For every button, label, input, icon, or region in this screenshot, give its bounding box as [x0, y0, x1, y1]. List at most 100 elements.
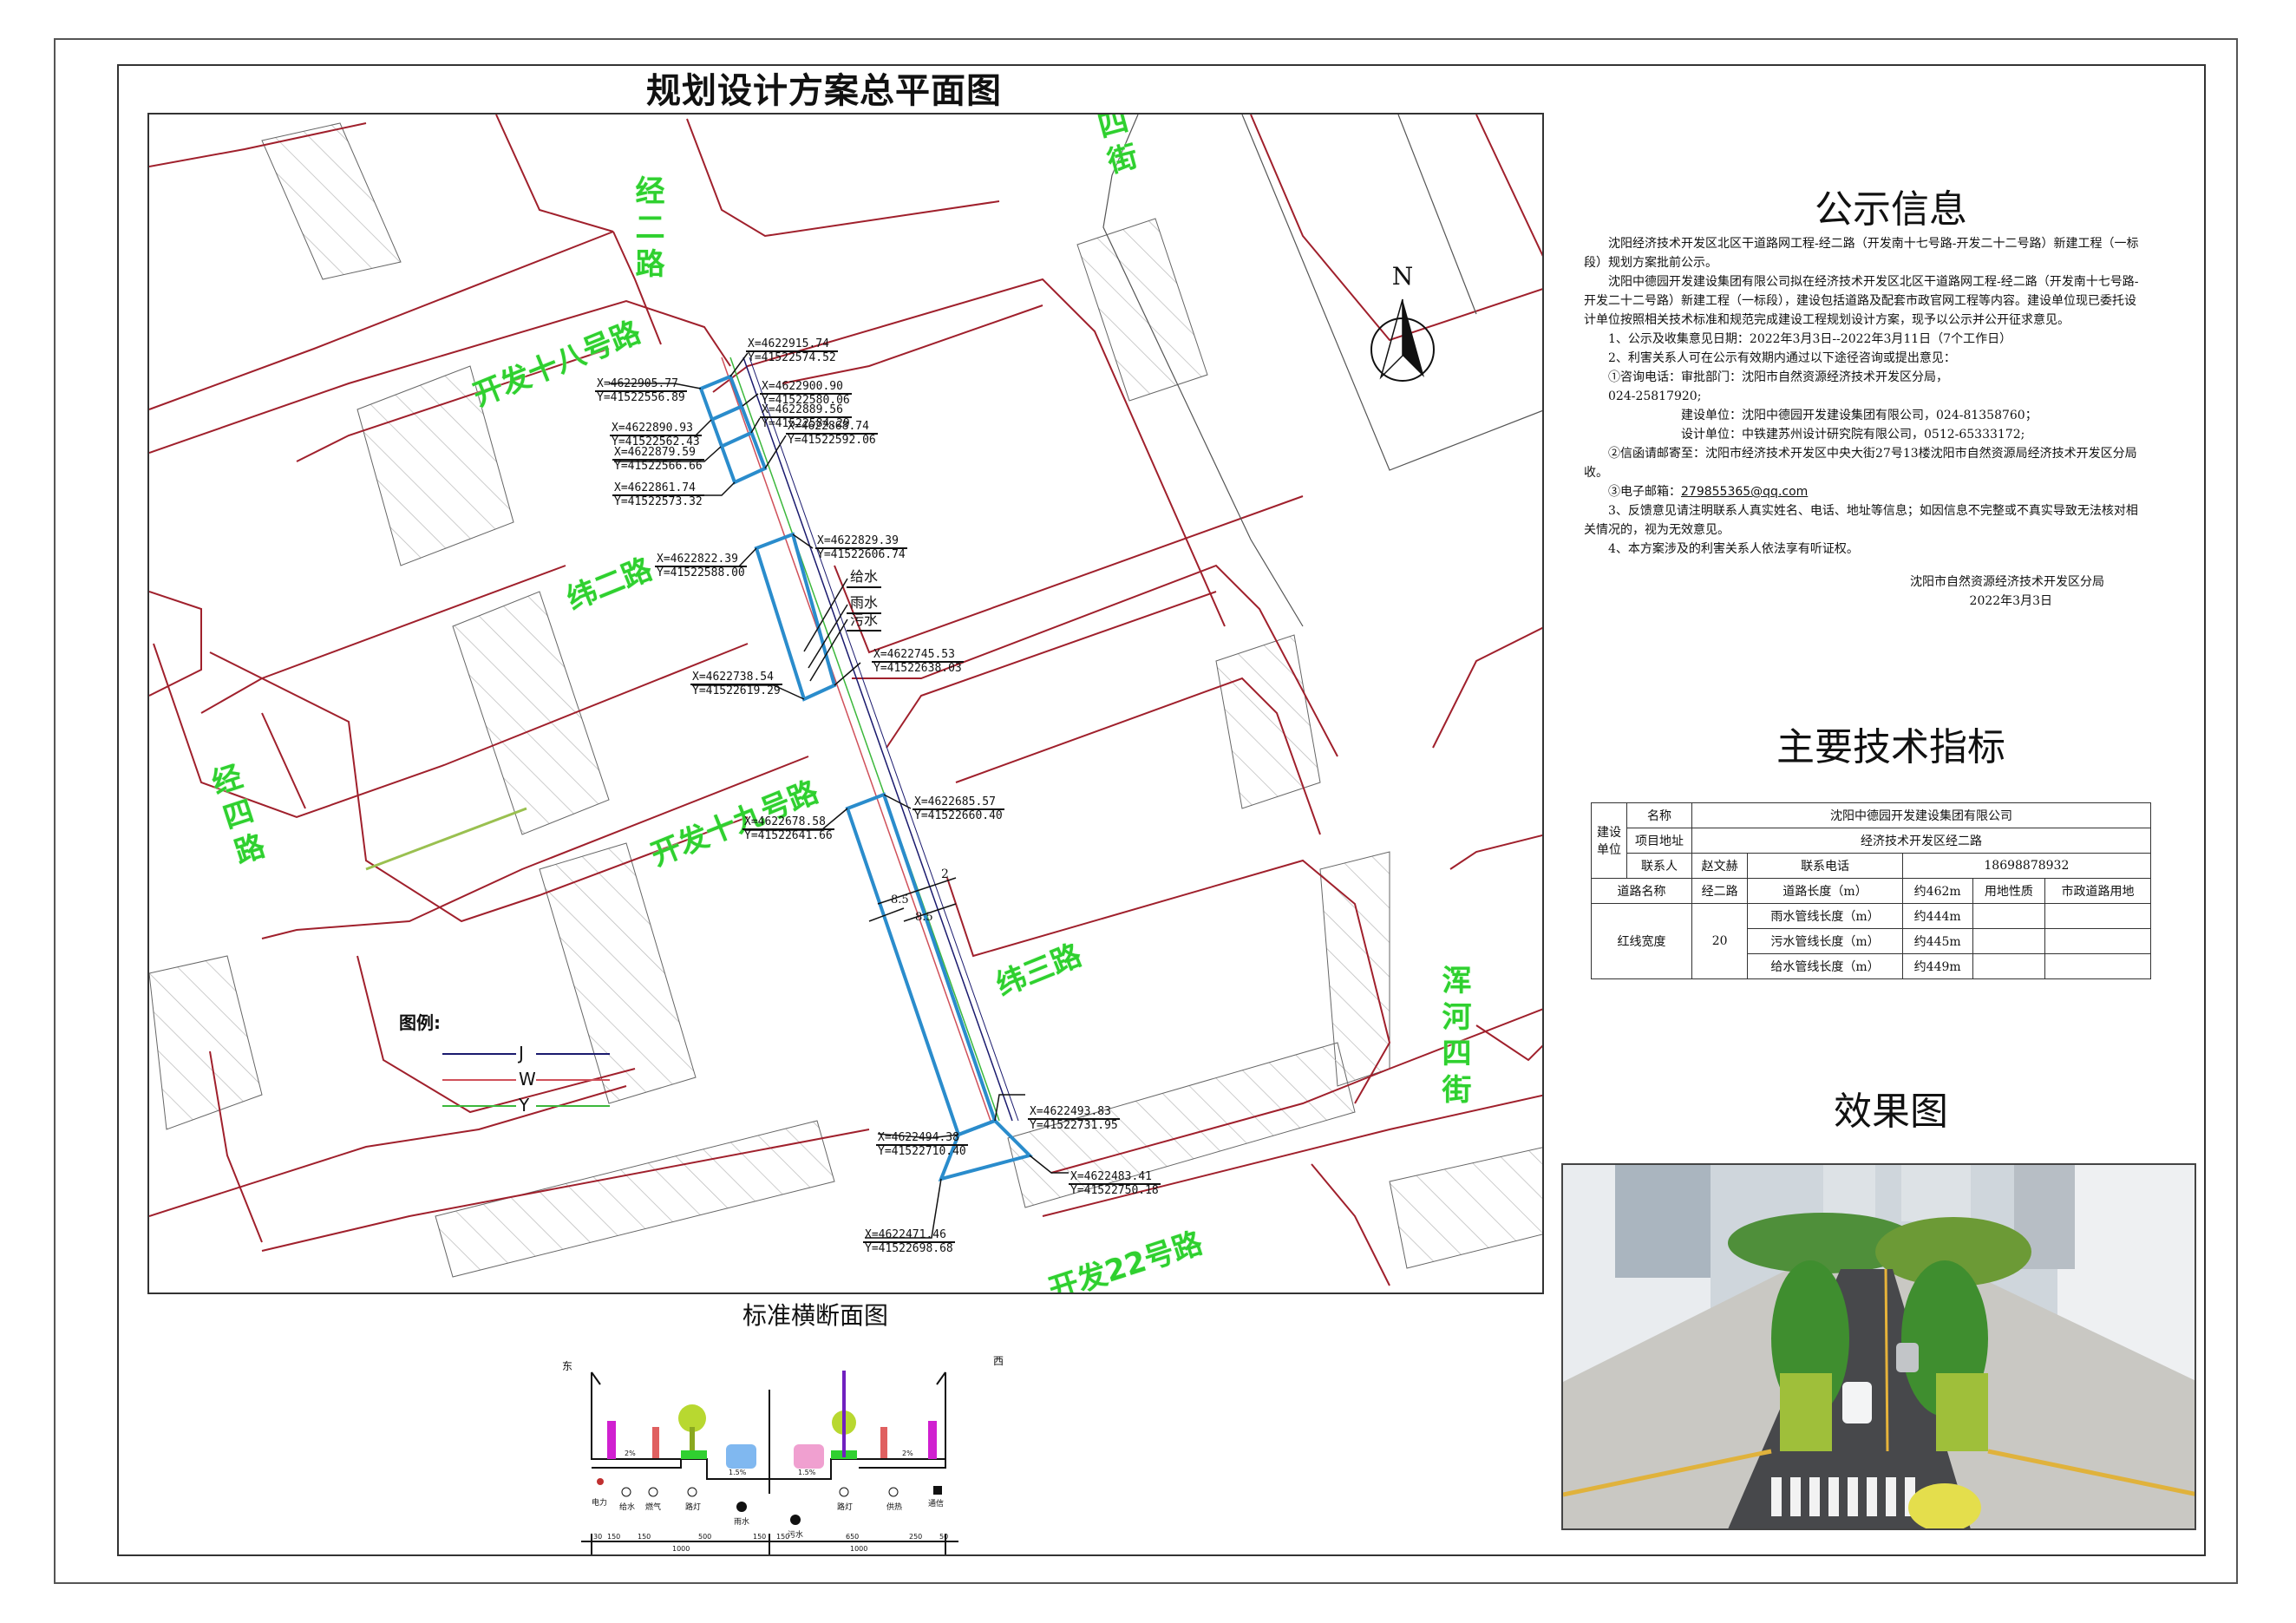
- site-plan-map: 经二路 四街 开发十八号路 纬二路 经四路 开发十九号路 纬三路 浑河四街 开发…: [147, 113, 1544, 1294]
- utility-label: 电力: [592, 1499, 608, 1508]
- utility-label: 雨水: [734, 1518, 750, 1527]
- cell-project-address: 经济技术开发区经二路: [1691, 828, 2151, 854]
- notice-item-dates: 1、公示及收集意见日期：2022年3月3日--2022年3月11日（7个工作日）: [1608, 332, 2012, 346]
- slope-label: 2%: [625, 1450, 636, 1457]
- dimension-label: 8.5: [891, 893, 909, 906]
- dimension-label: 1000: [672, 1545, 690, 1553]
- notice-builder-contact: 建设单位：沈阳中德园开发建设集团有限公司，024-81358760；: [1681, 409, 2038, 422]
- legend-item-sewage: W: [442, 1067, 616, 1093]
- cell-sewage-length: 约445m: [1901, 928, 1973, 954]
- dimension-label: 8.5: [915, 911, 933, 924]
- north-arrow: N: [1364, 262, 1442, 401]
- utility-label: 燃气: [645, 1503, 662, 1512]
- dimension-label: 650: [846, 1533, 860, 1541]
- dimension-label: 1000: [850, 1545, 868, 1553]
- tech-indicators-table: 建设单位 名称 沈阳中德园开发建设集团有限公司 项目地址 经济技术开发区经二路 …: [1591, 802, 2152, 979]
- map-title: 规划设计方案总平面图: [646, 71, 1002, 111]
- notice-title: 公示信息: [1815, 187, 1967, 232]
- cell-road-name: 经二路: [1691, 878, 1749, 904]
- east-label: 东: [562, 1360, 573, 1372]
- utility-label: 供热: [886, 1503, 903, 1512]
- effect-title: 效果图: [1834, 1090, 1948, 1134]
- legend-item-rainwater: Y: [442, 1093, 616, 1119]
- notice-paragraph: 沈阳中德园开发建设集团有限公司拟在经济技术开发区北区干道路网工程-经二路（开发南…: [1584, 275, 2139, 327]
- cell-rain-length: 约444m: [1901, 903, 1973, 929]
- utility-label: 污水: [788, 1531, 804, 1540]
- notice-signature: 沈阳市自然资源经济技术开发区分局: [1910, 575, 2104, 589]
- cross-section-drawing: 东 西 电: [555, 1327, 1024, 1561]
- dimension-label: 150: [776, 1533, 790, 1541]
- cell-company-name: 沈阳中德园开发建设集团有限公司: [1691, 802, 2151, 828]
- notice-designer-contact: 设计单位：中铁建苏州设计研究院有限公司，0512-65333172;: [1681, 428, 2025, 442]
- utility-label: 路灯: [837, 1503, 854, 1512]
- dimension-label: 150: [607, 1533, 621, 1541]
- utility-label: 路灯: [685, 1503, 702, 1512]
- outer-frame: [54, 38, 2238, 1584]
- notice-item-hearing: 4、本方案涉及的利害关系人依法享有听证权。: [1608, 542, 1859, 556]
- pipe-label-water-supply: 给水: [847, 565, 882, 588]
- dimension-label: 250: [909, 1533, 923, 1541]
- notice-paragraph: 沈阳经济技术开发区北区干道路网工程-经二路（开发南十七号路-开发二十二号路）新建…: [1584, 237, 2139, 270]
- legend-line-w: [442, 1079, 516, 1081]
- notice-item-channels: 2、利害关系人可在公示有效期内通过以下途径咨询或提出意见：: [1608, 351, 1956, 365]
- dimension-label: 2: [941, 867, 949, 881]
- notice-consult: ①咨询电话：审批部门：沈阳市自然资源经济技术开发区分局，: [1608, 370, 1948, 384]
- cross-section-svg: [581, 1371, 958, 1554]
- cell-contact-phone: 18698878932: [1901, 853, 2152, 879]
- road-label-jing-er: 经二路: [630, 175, 664, 285]
- tech-indicators-title: 主要技术指标: [1776, 725, 2005, 769]
- road-network-drawing: [149, 115, 1542, 1286]
- utility-label: 通信: [928, 1500, 945, 1508]
- slope-label: 1.5%: [798, 1469, 816, 1476]
- legend-line-y: [442, 1105, 516, 1107]
- compass-icon: [1370, 298, 1435, 382]
- legend-line-j: [442, 1053, 516, 1055]
- slope-label: 2%: [902, 1450, 913, 1457]
- pipe-label-rainwater: 雨水: [847, 591, 882, 614]
- cell-land-use: 市政道路用地: [2044, 878, 2151, 904]
- pipe-label-sewage: 污水: [847, 608, 882, 632]
- dimension-label: 150: [753, 1533, 767, 1541]
- notice-email-line: ③电子邮箱：279855365@qq.com: [1608, 485, 1809, 499]
- north-label: N: [1391, 262, 1414, 291]
- public-notice: 沈阳经济技术开发区北区干道路网工程-经二路（开发南十七号路-开发二十二号路）新建…: [1584, 234, 2139, 611]
- cell-group: 建设单位: [1591, 802, 1627, 879]
- notice-mail-address: ②信函请邮寄至：沈阳市经济技术开发区中央大街27号13楼沈阳市自然资源局经济技术…: [1584, 447, 2137, 480]
- legend-title: 图例:: [399, 1012, 441, 1033]
- cell-water-length: 约449m: [1901, 953, 1973, 979]
- dimension-label: 150: [638, 1533, 651, 1541]
- inner-frame: [117, 64, 2206, 1556]
- slope-label: 1.5%: [729, 1469, 747, 1476]
- dimension-label: 500: [698, 1533, 712, 1541]
- notice-item-feedback: 3、反馈意见请注明联系人真实姓名、电话、地址等信息；如因信息不完整或不真实导致无…: [1584, 504, 2138, 537]
- dimension-label: 30: [593, 1533, 603, 1541]
- map-legend: 图例: J W Y: [399, 1009, 659, 1119]
- utility-label: 给水: [619, 1503, 636, 1512]
- road-label-hunhe-si-jie: 浑河四街: [1436, 965, 1471, 1110]
- street-rendering: [1563, 1165, 2195, 1528]
- cross-section-title: 标准横断面图: [742, 1301, 888, 1330]
- notice-consult-phone: 024-25817920;: [1608, 389, 1702, 403]
- cell-road-length: 约462m: [1901, 878, 1973, 904]
- west-label: 西: [993, 1355, 1004, 1367]
- email-link[interactable]: 279855365@qq.com: [1681, 485, 1809, 499]
- notice-date: 2022年3月3日: [1969, 594, 2052, 608]
- cell-contact-person: 赵文赫: [1691, 853, 1749, 879]
